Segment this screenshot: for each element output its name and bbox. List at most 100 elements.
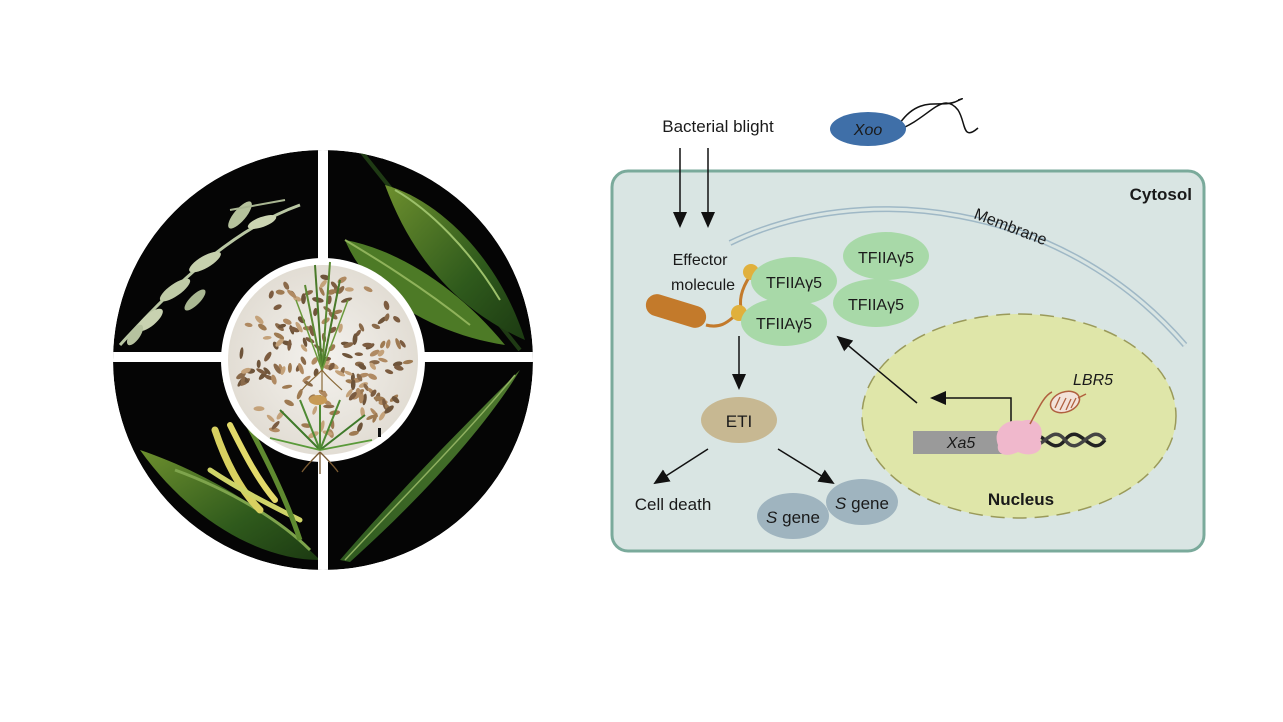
rice-grain [273,363,282,374]
rice-grain [377,349,385,357]
rice-grain [264,374,273,380]
tfiia-protein-1: TFIIAγ5 [751,257,837,305]
rice-grain [312,406,318,415]
rice-grain [334,370,346,377]
rice-grain [323,404,335,409]
rice-grain [370,389,377,397]
rice-grain [356,422,363,432]
rice-grain [356,373,363,382]
rice-grain [366,414,375,420]
s-gene-1: S gene [757,493,829,539]
arrow-to-s-gene [777,448,835,485]
rice-grain [345,389,353,398]
rice-grain [302,337,308,347]
bacterial-blight-label: Bacterial blight [662,117,774,136]
seed-plate [221,258,425,474]
rice-grain [300,344,308,352]
rice-grain [289,326,300,333]
spikelet-photo [344,150,525,352]
rice-grain [384,313,390,322]
xa5-label: Xa5 [946,435,976,452]
cell-death-label: Cell death [635,495,712,514]
rice-grain [378,411,386,421]
rice-grain [283,281,290,290]
rice-grain [280,366,286,375]
rice-grain [256,359,261,369]
flowering-spikelet-photo [140,378,320,560]
rice-grains [236,274,414,439]
rice-grain [319,286,325,296]
rice-grain [344,370,353,376]
rice-grain [271,374,277,385]
effector-label-line2: molecule [671,277,735,294]
rice-grain [264,351,272,362]
rice-grain [313,307,318,317]
rice-grain [348,430,359,436]
rice-grain [258,323,267,331]
rice-grain [371,323,381,330]
transcription-arrow [930,391,1012,430]
rice-grain [402,359,414,365]
rice-grain [395,338,401,350]
rice-grain [328,362,335,371]
rice-grain [273,304,282,311]
rice-grain [244,322,253,328]
rice-grain [241,367,251,374]
rice-grain [319,279,327,289]
rice-grain [355,387,361,398]
rice-grain [340,297,353,303]
rice-grain [384,405,394,414]
rice-grain [358,382,368,388]
svg-text:S gene: S gene [766,508,820,527]
eti-node: ETI [701,397,777,443]
rice-grain [380,340,386,349]
tfiia-protein-4: TFIIAγ5 [833,279,919,327]
rice-grain [332,309,343,315]
xa5-gene-bar [913,431,1009,454]
tfiia-protein-2: TFIIAγ5 [741,298,827,346]
rice-grain [236,372,246,380]
rice-grain [287,289,297,298]
rice-grain [352,333,358,345]
rice-grain [327,289,336,295]
rice-grain [392,361,403,367]
rice-grain [354,352,363,357]
rice-plant-bottom [269,395,373,474]
nucleus-label: Nucleus [988,490,1054,509]
rice-grain [391,396,400,404]
membrane [728,206,1188,347]
rice-grain [253,406,265,412]
rice-grain [369,362,377,370]
svg-text:TFIIAγ5: TFIIAγ5 [756,316,812,333]
rice-grain [393,316,401,323]
rice-grain [275,289,285,295]
rice-grain [287,362,292,373]
xoo-label: Xoo [853,122,883,139]
effector-molecule [645,264,759,328]
rice-grain [362,342,374,348]
rice-grain [295,321,303,333]
rice-grain [358,323,365,332]
svg-text:S gene: S gene [835,494,889,513]
xoo-bacterium: Xoo [830,97,979,146]
rice-grain [273,332,285,340]
rice-grain [350,379,356,391]
s-gene-2: S gene [826,479,898,525]
rice-grain [281,384,293,389]
nucleus [861,313,1177,519]
rice-grain [337,285,345,294]
rice-grain [358,363,367,370]
rice-grain [385,339,391,349]
rice-grain [300,356,307,365]
rice-grain [277,323,287,329]
rice-grain [367,373,378,380]
rice-grain [383,300,390,311]
tfiia-protein-3: TFIIAγ5 [843,232,929,280]
rice-plant-top [295,261,349,392]
export-arrow [836,335,918,404]
rice-grain [372,412,378,423]
rice-grain [385,369,394,375]
svg-text:TFIIAγ5: TFIIAγ5 [858,250,914,267]
rice-grain [255,315,264,324]
